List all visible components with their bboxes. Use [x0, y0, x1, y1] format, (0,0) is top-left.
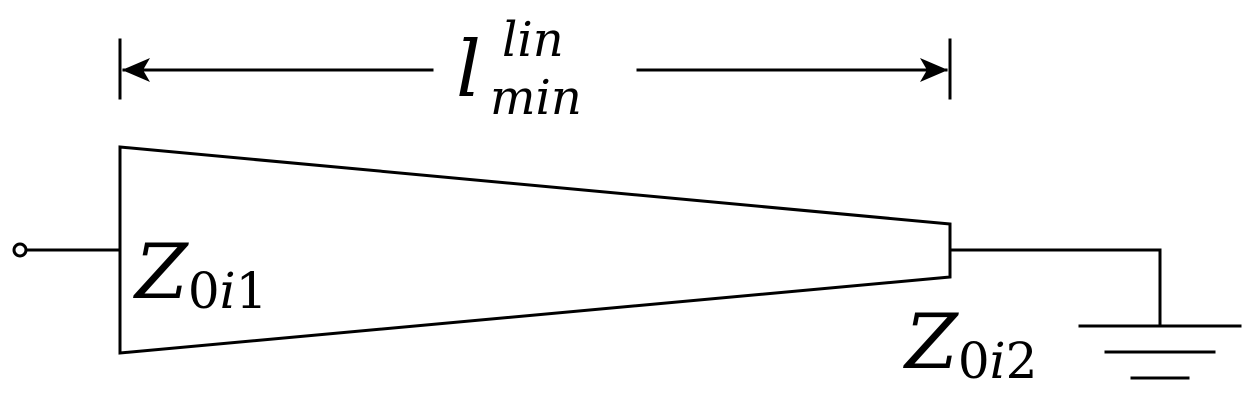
ground-icon [1078, 324, 1242, 380]
length-subscript: min [490, 70, 582, 126]
length-symbol: l [456, 25, 481, 115]
output-impedance-label: Z0i2 [903, 297, 1037, 390]
input-terminal-icon [12, 242, 28, 258]
length-label: l lin min [456, 12, 582, 126]
tapered-transmission-line [118, 145, 952, 355]
length-superscript: lin [502, 12, 564, 68]
input-impedance-label: Z0i1 [133, 227, 267, 320]
dimension-left-arrowhead [122, 58, 150, 82]
output-impedance-symbol: Z [903, 297, 959, 386]
input-impedance-sub-number: 0 [188, 262, 220, 320]
input-port [12, 242, 121, 258]
output-port [950, 248, 1162, 328]
length-dimension [118, 38, 952, 100]
input-impedance-sub-italic: i [220, 262, 236, 320]
output-impedance-sub-index: 2 [1006, 332, 1038, 390]
dimension-right-arrowhead [920, 58, 948, 82]
input-impedance-symbol: Z [133, 227, 189, 316]
input-impedance-sub-index: 1 [236, 262, 268, 320]
output-impedance-sub-italic: i [990, 332, 1006, 390]
output-impedance-sub-number: 0 [958, 332, 990, 390]
